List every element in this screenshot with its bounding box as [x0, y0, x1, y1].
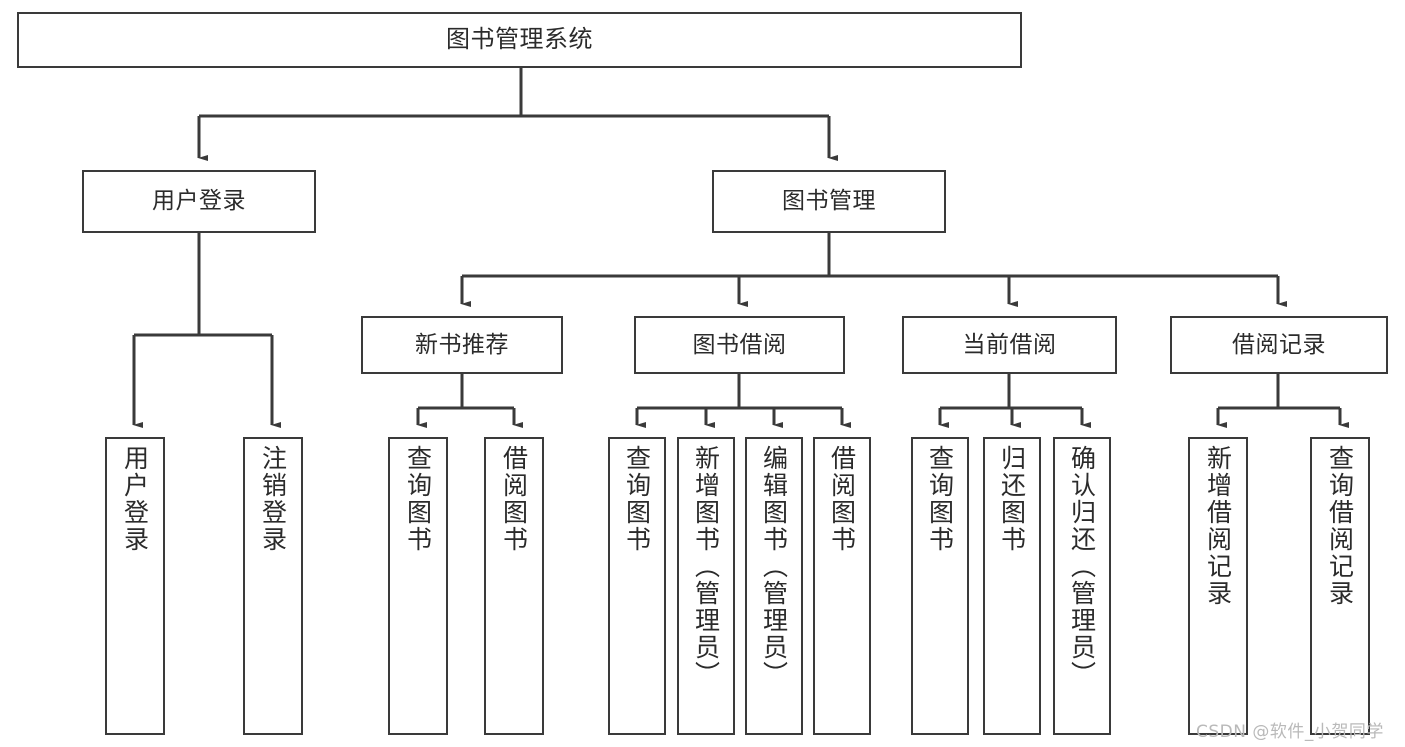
node-label: 新增图书（管理员）: [691, 445, 721, 688]
csdn-watermark: CSDN @软件_小贺同学: [1196, 722, 1384, 742]
node-label: 查询图书: [403, 445, 433, 553]
node-leaf-query-book-borrow[interactable]: 查询图书: [608, 437, 666, 735]
node-label: 查询图书: [622, 445, 652, 553]
node-book-borrow[interactable]: 图书借阅: [634, 316, 845, 374]
node-root-system[interactable]: 图书管理系统: [17, 12, 1022, 68]
node-label: 新增借阅记录: [1203, 445, 1233, 607]
node-leaf-user-logout[interactable]: 注销登录: [243, 437, 303, 735]
node-leaf-borrow-book-rec[interactable]: 借阅图书: [484, 437, 544, 735]
node-leaf-return-book[interactable]: 归还图书: [983, 437, 1041, 735]
node-label: 借阅图书: [827, 445, 857, 553]
node-label: 借阅图书: [499, 445, 529, 553]
node-leaf-add-borrow-record[interactable]: 新增借阅记录: [1188, 437, 1248, 735]
node-label: 用户登录: [152, 188, 246, 215]
node-leaf-edit-book-admin[interactable]: 编辑图书（管理员）: [745, 437, 803, 735]
node-leaf-query-book-current[interactable]: 查询图书: [911, 437, 969, 735]
node-label: 查询借阅记录: [1325, 445, 1355, 607]
node-label: 编辑图书（管理员）: [759, 445, 789, 688]
node-current-borrow[interactable]: 当前借阅: [902, 316, 1117, 374]
node-label: 查询图书: [925, 445, 955, 553]
node-label: 确认归还（管理员）: [1067, 445, 1097, 688]
node-new-book-recommend[interactable]: 新书推荐: [361, 316, 563, 374]
node-label: 新书推荐: [415, 331, 509, 358]
node-label: 图书管理系统: [446, 25, 593, 54]
node-label: 当前借阅: [962, 331, 1057, 358]
node-book-manage[interactable]: 图书管理: [712, 170, 946, 233]
node-label: 借阅记录: [1232, 331, 1326, 358]
node-leaf-query-book-rec[interactable]: 查询图书: [388, 437, 448, 735]
node-leaf-confirm-return-admin[interactable]: 确认归还（管理员）: [1053, 437, 1111, 735]
node-leaf-add-book-admin[interactable]: 新增图书（管理员）: [677, 437, 735, 735]
node-leaf-query-borrow-record[interactable]: 查询借阅记录: [1310, 437, 1370, 735]
node-label: 图书借阅: [692, 331, 787, 358]
node-label: 用户登录: [120, 445, 150, 553]
node-label: 图书管理: [782, 188, 876, 215]
node-label: 归还图书: [997, 445, 1027, 553]
node-leaf-user-login[interactable]: 用户登录: [105, 437, 165, 735]
node-label: 注销登录: [258, 445, 288, 553]
node-user-login[interactable]: 用户登录: [82, 170, 316, 233]
node-leaf-borrow-book-borrow[interactable]: 借阅图书: [813, 437, 871, 735]
node-borrow-record[interactable]: 借阅记录: [1170, 316, 1388, 374]
